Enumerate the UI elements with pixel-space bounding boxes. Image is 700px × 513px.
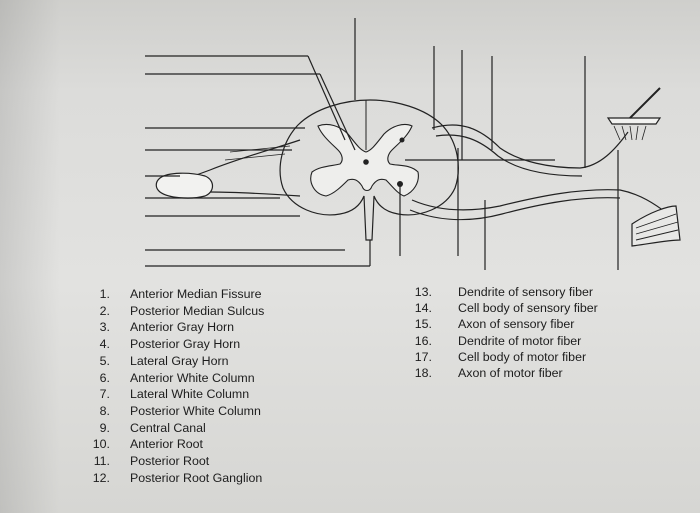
motor-cell-body-dot xyxy=(397,181,403,187)
legend-item: 12.Posterior Root Ganglion xyxy=(86,470,264,487)
legend-item: 10.Anterior Root xyxy=(86,436,264,453)
sensory-receptor xyxy=(608,118,660,124)
legend-structures: 1.Anterior Median Fissure 2.Posterior Me… xyxy=(86,286,264,486)
legend-item: 16.Dendrite of motor fiber xyxy=(410,333,598,349)
legend-item: 7.Lateral White Column xyxy=(86,386,264,403)
legend-item: 9.Central Canal xyxy=(86,420,264,437)
right-anterior-root xyxy=(412,190,668,214)
legend-item: 5.Lateral Gray Horn xyxy=(86,353,264,370)
legend-item: 3.Anterior Gray Horn xyxy=(86,319,264,336)
legend-item: 6.Anterior White Column xyxy=(86,370,264,387)
muscle-effector xyxy=(632,206,680,246)
legend-item: 8.Posterior White Column xyxy=(86,403,264,420)
legend-item: 15.Axon of sensory fiber xyxy=(410,316,598,332)
legend-item: 14.Cell body of sensory fiber xyxy=(410,300,598,316)
central-canal xyxy=(364,160,368,164)
left-ganglion xyxy=(156,173,212,198)
legend-item: 11.Posterior Root xyxy=(86,453,264,470)
legend-item: 4.Posterior Gray Horn xyxy=(86,336,264,353)
legend-item: 1.Anterior Median Fissure xyxy=(86,286,264,303)
legend-item: 17.Cell body of motor fiber xyxy=(410,349,598,365)
sensory-dot xyxy=(400,138,405,143)
legend-item: 13.Dendrite of sensory fiber xyxy=(410,284,598,300)
legend-item: 18.Axon of motor fiber xyxy=(410,365,598,381)
legend-item: 2.Posterior Median Sulcus xyxy=(86,303,264,320)
legend-fibers: 13.Dendrite of sensory fiber 14.Cell bod… xyxy=(410,284,598,381)
